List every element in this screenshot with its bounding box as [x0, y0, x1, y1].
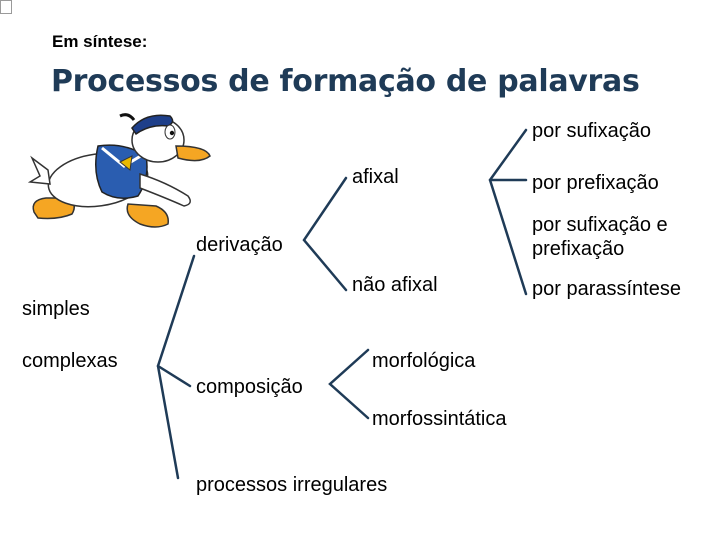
- connector-morfologica: [330, 350, 368, 418]
- label-complexas: complexas: [22, 350, 118, 373]
- label-nao-afixal: não afixal: [352, 274, 438, 297]
- connector-afixal: [304, 178, 346, 290]
- label-simples: simples: [22, 298, 90, 321]
- label-processos-irregulares: processos irregulares: [196, 474, 387, 497]
- label-morfologica: morfológica: [372, 350, 475, 373]
- label-por-prefixacao: por prefixação: [532, 172, 659, 195]
- label-derivacao: derivação: [196, 234, 283, 257]
- connector-sufixacao: [490, 130, 526, 294]
- label-composicao: composição: [196, 376, 303, 399]
- label-por-parassintese: por parassíntese: [532, 278, 681, 301]
- label-morfossintatica: morfossintática: [372, 408, 507, 431]
- connector-derivacao: [158, 256, 194, 478]
- label-por-sufixacao: por sufixação: [532, 120, 651, 143]
- label-por-sufixacao-e-prefixacao-1: por sufixação e: [532, 214, 668, 237]
- label-afixal: afixal: [352, 166, 399, 189]
- label-por-sufixacao-e-prefixacao-2: prefixação: [532, 238, 624, 261]
- connector-composicao: [158, 366, 190, 386]
